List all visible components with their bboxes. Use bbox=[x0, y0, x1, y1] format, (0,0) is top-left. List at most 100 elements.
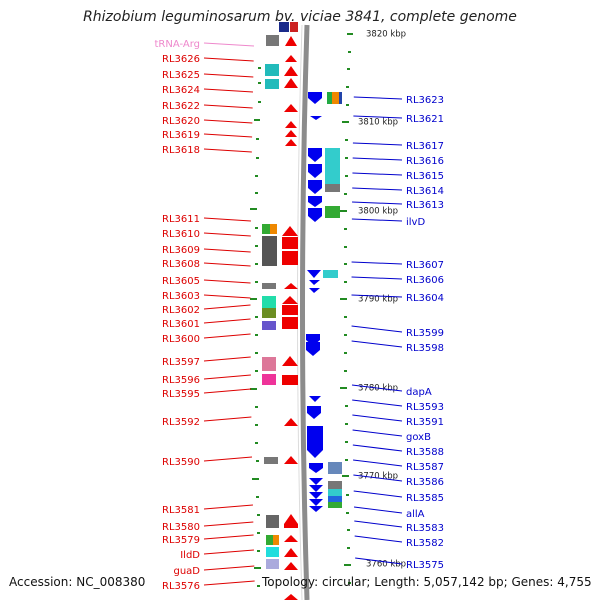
feature-block bbox=[325, 148, 340, 184]
left-gene-label: RL3620 bbox=[162, 116, 200, 127]
feature-block bbox=[273, 535, 279, 545]
left-gene-label: RL3596 bbox=[162, 375, 200, 386]
reverse-gene-arrow bbox=[284, 594, 298, 600]
right-gene-label: RL3623 bbox=[406, 95, 444, 106]
right-leader-line bbox=[353, 459, 403, 467]
reverse-strand-features bbox=[262, 35, 298, 600]
feature-block bbox=[282, 251, 298, 265]
reverse-gene-arrow bbox=[282, 296, 298, 304]
left-leader-line bbox=[203, 580, 255, 586]
right-gene-label: RL3593 bbox=[406, 402, 444, 413]
left-gene-label: RL3608 bbox=[162, 259, 200, 270]
feature-block bbox=[262, 321, 276, 330]
right-leader-line bbox=[353, 474, 403, 482]
right-leader-line bbox=[351, 325, 403, 333]
right-gene-label: RL3615 bbox=[406, 171, 444, 182]
feature-block bbox=[325, 206, 340, 218]
left-leader-line bbox=[203, 248, 251, 253]
feature-block bbox=[328, 462, 342, 474]
right-gene-label: RL3613 bbox=[406, 200, 444, 211]
left-gene-label: RL3595 bbox=[162, 389, 200, 400]
forward-gene-arrow bbox=[309, 463, 323, 473]
left-gene-label: RL3601 bbox=[162, 319, 200, 330]
left-gene-label: IldD bbox=[180, 550, 200, 561]
forward-gene-arrow bbox=[309, 506, 323, 512]
right-gene-label: RL3582 bbox=[406, 538, 444, 549]
left-gene-label: RL3626 bbox=[162, 54, 200, 65]
forward-gene-arrow bbox=[310, 116, 322, 120]
right-leader-line bbox=[352, 414, 403, 422]
left-gene-label: RL3580 bbox=[162, 522, 200, 533]
feature-block bbox=[262, 374, 276, 385]
left-leader-line bbox=[203, 356, 251, 362]
feature-block bbox=[262, 308, 276, 318]
left-leader-line bbox=[203, 333, 251, 339]
right-gene-label: RL3586 bbox=[406, 477, 444, 488]
left-leader-line bbox=[203, 217, 251, 222]
feature-block bbox=[266, 559, 279, 569]
left-gene-label: RL3611 bbox=[162, 214, 200, 225]
feature-block bbox=[328, 489, 342, 496]
left-gene-label: guaD bbox=[173, 566, 200, 577]
right-leader-line bbox=[353, 490, 403, 498]
left-leader-line bbox=[203, 374, 251, 380]
right-gene-label: allA bbox=[406, 509, 425, 520]
left-leader-line bbox=[203, 148, 252, 153]
reverse-gene-arrow bbox=[285, 121, 297, 128]
right-gene-label: RL3614 bbox=[406, 186, 444, 197]
forward-gene-arrow bbox=[309, 288, 320, 293]
feature-block bbox=[266, 547, 279, 557]
feature-block bbox=[328, 502, 342, 508]
feature-block bbox=[282, 305, 298, 315]
reverse-gene-arrow bbox=[284, 104, 298, 112]
feature-block bbox=[327, 92, 332, 104]
forward-gene-arrow bbox=[308, 180, 322, 194]
forward-gene-arrow bbox=[307, 270, 321, 278]
right-gene-label: RL3604 bbox=[406, 293, 444, 304]
feature-block bbox=[282, 375, 298, 385]
left-leader-line bbox=[203, 565, 255, 571]
left-leader-line bbox=[203, 534, 254, 540]
right-leader-line bbox=[352, 157, 403, 161]
forward-gene-arrow bbox=[307, 426, 323, 458]
left-gene-label: RL3592 bbox=[162, 417, 200, 428]
feature-block bbox=[279, 22, 289, 32]
scale-label: 3760 kbp bbox=[366, 560, 406, 570]
forward-gene-arrow bbox=[308, 164, 322, 178]
left-gene-label: RL3590 bbox=[162, 457, 200, 468]
reverse-gene-arrow bbox=[285, 55, 297, 62]
right-leader-line bbox=[351, 261, 403, 265]
right-leader-line bbox=[353, 506, 403, 514]
left-gene-label: RL3603 bbox=[162, 291, 200, 302]
forward-gene-arrow bbox=[308, 208, 322, 222]
left-leader-line bbox=[203, 521, 254, 527]
feature-block bbox=[266, 535, 273, 545]
left-leader-line bbox=[203, 388, 252, 394]
feature-block bbox=[262, 283, 276, 289]
feature-block bbox=[266, 35, 279, 46]
reverse-gene-arrow bbox=[284, 456, 298, 464]
left-gene-label: RL3602 bbox=[162, 305, 200, 316]
left-leader-line bbox=[203, 304, 251, 310]
left-gene-label: RL3597 bbox=[162, 357, 200, 368]
right-gene-label: RL3607 bbox=[406, 260, 444, 271]
feature-block bbox=[282, 317, 298, 329]
reverse-gene-arrow bbox=[284, 535, 298, 542]
feature-block bbox=[284, 524, 298, 528]
scale-label: 3770 kbp bbox=[358, 472, 398, 482]
feature-block bbox=[262, 236, 277, 266]
reverse-gene-arrow bbox=[284, 514, 298, 524]
right-gene-label: RL3575 bbox=[406, 560, 444, 571]
reverse-gene-arrow bbox=[284, 78, 298, 88]
left-gene-label: RL3576 bbox=[162, 581, 200, 592]
right-labels: RL3623RL3621RL3617RL3616RL3615RL3614RL36… bbox=[351, 95, 444, 571]
reverse-gene-arrow bbox=[285, 139, 297, 146]
left-leader-line bbox=[203, 294, 251, 299]
right-gene-label: RL3591 bbox=[406, 417, 444, 428]
right-leader-line bbox=[351, 340, 403, 348]
scale-label: 3800 kbp bbox=[358, 207, 398, 217]
right-leader-line bbox=[351, 294, 403, 298]
feature-block bbox=[265, 64, 279, 76]
